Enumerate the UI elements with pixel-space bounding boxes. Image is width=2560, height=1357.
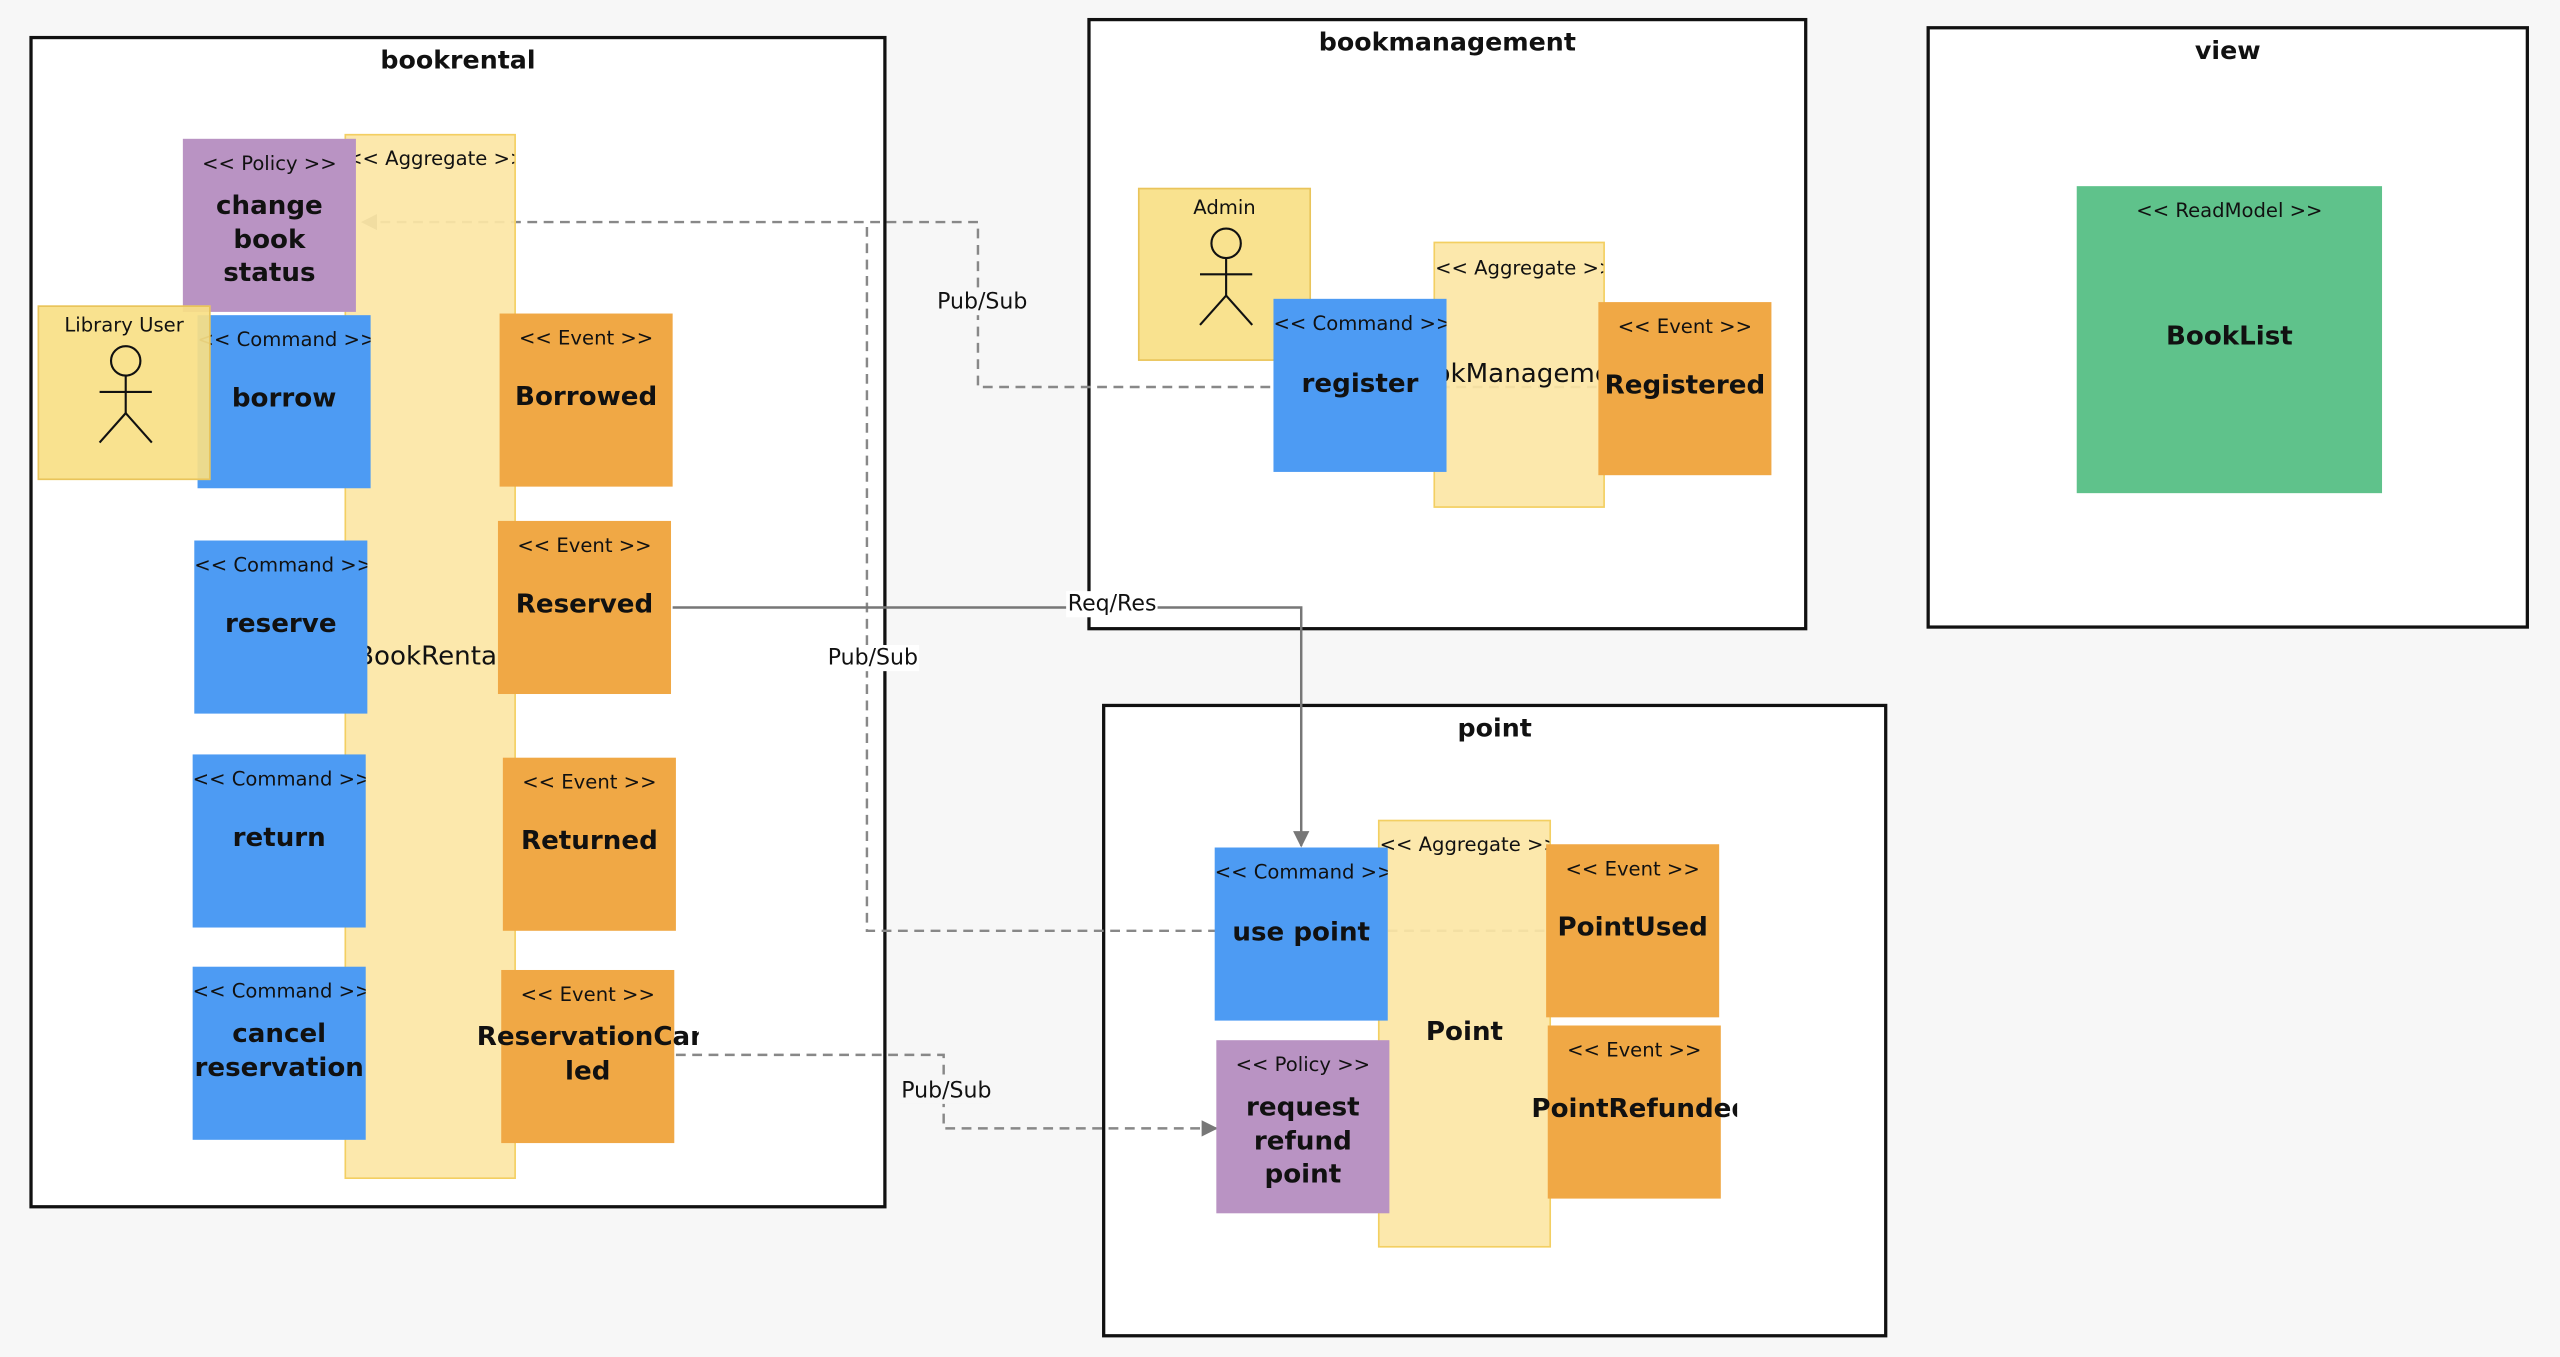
event-point-refunded[interactable]: << Event >> PointRefunded	[1531, 1025, 1737, 1199]
command-stereotype: << Command >>	[192, 979, 366, 1003]
policy-name: request refund point	[1246, 1090, 1360, 1189]
connector-label-pubsub-pointused: Pub/Sub	[826, 645, 920, 672]
policy-request-refund-point[interactable]: << Policy >> request refund point	[1216, 1040, 1390, 1214]
command-stereotype: << Command >>	[197, 328, 371, 352]
event-name: Reserved	[515, 587, 654, 619]
event-stereotype: << Event >>	[518, 326, 654, 350]
command-borrow[interactable]: << Command >> borrow	[197, 315, 371, 489]
command-use-point[interactable]: << Command >> use point	[1214, 847, 1388, 1021]
connector-reserved-to-use-point[interactable]	[672, 606, 1310, 848]
bounded-context-title: bookmanagement	[1318, 27, 1576, 58]
command-name: register	[1301, 367, 1419, 399]
event-stereotype: << Event >>	[1567, 1038, 1702, 1062]
event-reservation-cancelled[interactable]: << Event >> ReservationCance led	[477, 969, 699, 1144]
bounded-context-title: view	[2194, 35, 2261, 66]
readmodel-stereotype: << ReadModel >>	[2136, 199, 2323, 223]
event-stereotype: << Event >>	[517, 533, 652, 557]
event-name: Borrowed	[515, 380, 658, 412]
actor-label: Library User	[64, 313, 184, 337]
aggregate-bookrental[interactable]: << Aggregate >> BookRental	[344, 133, 516, 1180]
policy-stereotype: << Policy >>	[1235, 1053, 1371, 1077]
event-name: PointUsed	[1557, 911, 1708, 943]
command-name: cancel reservation	[194, 1017, 364, 1082]
command-stereotype: << Command >>	[1214, 860, 1388, 884]
event-stereotype: << Event >>	[1617, 315, 1753, 339]
command-name: use point	[1232, 916, 1371, 948]
event-name: PointRefunded	[1531, 1092, 1738, 1124]
event-stereotype: << Event >>	[520, 983, 655, 1006]
actor-library-user[interactable]: Library User	[37, 305, 211, 481]
connector-label-pubsub-registered: Pub/Sub	[935, 289, 1030, 316]
event-returned[interactable]: << Event >> Returned	[502, 757, 676, 931]
command-stereotype: << Command >>	[194, 553, 368, 577]
aggregate-name: Point	[1425, 1015, 1504, 1047]
connector-label-reqres: Req/Res	[1066, 591, 1159, 618]
connector-cancelled-to-refund[interactable]	[675, 1053, 1218, 1137]
actor-admin[interactable]: Admin	[1137, 187, 1312, 361]
policy-change-book-status[interactable]: << Policy >> change book status	[182, 138, 356, 312]
event-stereotype: << Event >>	[522, 770, 657, 794]
aggregate-stereotype: << Aggregate >>	[346, 146, 515, 170]
command-return[interactable]: << Command >> return	[192, 754, 366, 928]
readmodel-booklist[interactable]: << ReadModel >> BookList	[2076, 186, 2383, 494]
aggregate-point[interactable]: << Aggregate >> Point	[1377, 819, 1552, 1248]
bounded-context-title: point	[1457, 713, 1532, 744]
stick-figure-icon	[1199, 227, 1254, 326]
command-name: reserve	[225, 607, 337, 639]
aggregate-stereotype: << Aggregate >>	[1379, 832, 1550, 856]
event-point-used[interactable]: << Event >> PointUsed	[1546, 844, 1720, 1018]
command-name: return	[232, 821, 326, 853]
event-name: Returned	[520, 824, 658, 856]
command-reserve[interactable]: << Command >> reserve	[194, 540, 368, 714]
command-stereotype: << Command >>	[1273, 311, 1447, 335]
event-reserved[interactable]: << Event >> Reserved	[497, 520, 672, 695]
event-name: ReservationCance led	[476, 1020, 699, 1086]
command-stereotype: << Command >>	[192, 767, 366, 791]
aggregate-name: BookRental	[356, 640, 505, 672]
connector-label-pubsub-cancelled: Pub/Sub	[899, 1077, 994, 1104]
bounded-context-title: bookrental	[380, 45, 536, 76]
event-name: Registered	[1604, 369, 1766, 401]
command-cancel-reservation[interactable]: << Command >> cancel reservation	[192, 966, 366, 1140]
aggregate-stereotype: << Aggregate >>	[1435, 256, 1604, 280]
aggregate-bookmanagement[interactable]: << Aggregate >> BookManagement	[1401, 241, 1638, 508]
readmodel-name: BookList	[2165, 320, 2293, 352]
stick-figure-icon	[98, 345, 153, 444]
command-register[interactable]: << Command >> register	[1273, 298, 1447, 472]
command-name: borrow	[231, 382, 337, 414]
connector-pointused-to-change-status[interactable]	[865, 222, 1545, 933]
policy-name: change book status	[216, 189, 323, 288]
event-borrowed[interactable]: << Event >> Borrowed	[499, 313, 673, 487]
event-registered[interactable]: << Event >> Registered	[1598, 302, 1772, 476]
actor-label: Admin	[1193, 195, 1256, 219]
event-stereotype: << Event >>	[1565, 857, 1700, 881]
policy-stereotype: << Policy >>	[202, 151, 337, 175]
